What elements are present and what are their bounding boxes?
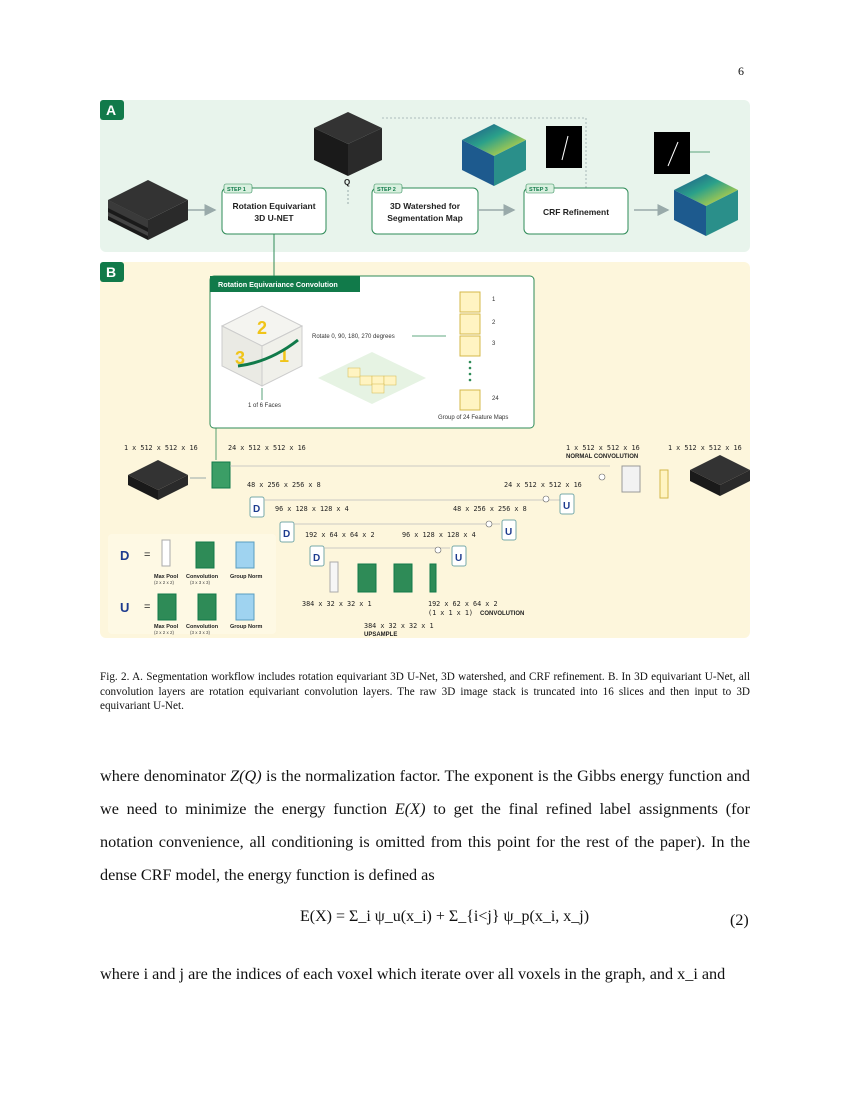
body-paragraph-1: where denominator Z(Q) is the normalizat… [100,760,750,892]
concat-3 [486,521,492,527]
step2-box [372,188,478,234]
concat-1 [599,474,605,480]
legend-max-pool-dim-2: (2 x 2 x 2) [154,630,175,635]
dim-bottom: 384 x 32 x 32 x 1 [302,600,372,608]
step3-tag: STEP 3 [529,187,548,193]
svg-text:2: 2 [257,318,267,338]
unet-l1-block [212,462,230,488]
dim-up-bottom: 384 x 32 x 32 x 1 [364,622,434,630]
step2-tag: STEP 2 [377,187,396,193]
svg-text:U: U [563,501,570,512]
p1-ex: E(X) [395,800,426,818]
legend-down-symbol: D [120,548,129,563]
equation-number: (2) [730,912,749,930]
dim-r3: 48 x 256 x 256 x 8 [453,505,527,513]
body-paragraph-2: where i and j are the indices of each vo… [100,958,750,991]
dim-conv-a: 192 x 62 x 64 x 2 [428,600,498,608]
figure-2: A STEP 1 Rotation Equivariant 3D U-NET Q… [0,0,850,660]
step2-title-line1: 3D Watershed for [390,201,461,211]
dim-l3: 96 x 128 x 128 x 4 [275,505,349,513]
group-item-24: 24 [492,396,499,402]
bottleneck-conv2 [394,564,412,592]
bottleneck-up [430,564,436,592]
dim-input: 1 x 512 x 512 x 16 [124,444,198,452]
bottleneck-pool [330,562,338,592]
legend-conv-dim-2: (3 x 3 x 3) [190,630,211,635]
dim-output: 1 x 512 x 512 x 16 [668,444,742,452]
svg-text:D: D [283,529,290,540]
step1-tag: STEP 1 [227,187,246,193]
dim-r4: 96 x 128 x 128 x 4 [402,531,476,539]
concat-4 [435,547,441,553]
equation-2: E(X) = Σ_i ψ_u(x_i) + Σ_{i<j} ψ_p(x_i, x… [300,908,589,926]
mask-image [546,126,582,168]
step1-box [222,188,326,234]
rec-title: Rotation Equivariance Convolution [218,280,338,289]
panel-a-label: A [106,102,116,118]
feature-map-group [460,292,480,410]
r1-label: NORMAL CONVOLUTION [566,454,638,460]
legend-group-norm-2: Group Norm [230,624,262,630]
legend-max-pool-dim: (2 x 2 x 2) [154,580,175,585]
q-label: Q [344,178,350,187]
group-label: Group of 24 Feature Maps [438,415,508,421]
svg-text:D: D [313,553,320,564]
faces-label: 1 of 6 Faces [248,403,281,409]
legend-group-norm: Group Norm [230,574,262,580]
panel-b-label: B [106,264,116,280]
bottleneck-conv1 [358,564,376,592]
p1-part-a: where denominator [100,767,230,785]
dim-r1: 1 x 512 x 512 x 16 [566,444,640,452]
step2-title-line2: Segmentation Map [387,213,463,223]
figure-caption: Fig. 2. A. Segmentation workflow include… [100,670,750,714]
softmax-block [660,470,668,498]
rotate-label: Rotate 0, 90, 180, 270 degrees [312,334,395,340]
svg-text:U: U [455,553,462,564]
svg-text:U: U [505,527,512,538]
step1-title-line1: Rotation Equivariant [232,201,315,211]
legend-up-symbol: U [120,600,129,615]
legend-down-equals: = [144,549,150,561]
up-label: UPSAMPLE [364,632,397,638]
dim-conv-b: (1 x 1 x 1) [428,609,473,617]
dim-l1: 24 x 512 x 512 x 16 [228,444,306,452]
legend-up-equals: = [144,601,150,613]
step3-title: CRF Refinement [543,207,609,217]
refined-mask-image [654,132,690,174]
conv-label: CONVOLUTION [480,611,524,617]
unet-final-conv [622,466,640,492]
dim-l4: 192 x 64 x 64 x 2 [305,531,375,539]
step1-title-line2: 3D U-NET [254,213,294,223]
concat-2 [543,496,549,502]
dim-r2: 24 x 512 x 512 x 16 [504,481,582,489]
legend-conv-dim: (3 x 3 x 3) [190,580,211,585]
p1-zq: Z(Q) [230,767,261,785]
dim-l2: 48 x 256 x 256 x 8 [247,481,321,489]
svg-text:D: D [253,504,260,515]
